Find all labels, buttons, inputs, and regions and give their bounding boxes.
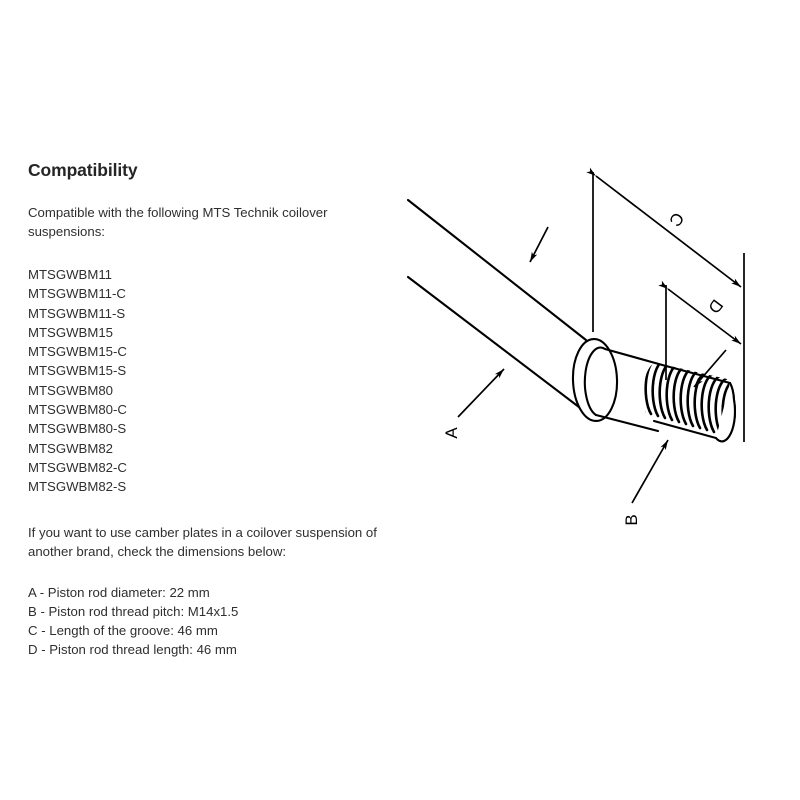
page-title: Compatibility [28, 160, 138, 180]
compatibility-text-column: Compatibility Compatible with the follow… [28, 160, 408, 660]
rod-top-edge [406, 198, 588, 342]
cylinder-shoulder-arc [583, 346, 607, 417]
dimension-d-group [658, 280, 742, 380]
mid-cylinder-top-edge [603, 347, 668, 368]
leader-b-group [631, 439, 669, 504]
dimension-label-b: B [622, 514, 641, 525]
list-item: MTSGWBM15-C [28, 344, 127, 360]
leader-thread-group [693, 349, 727, 388]
other-brand-note: If you want to use camber plates in a co… [28, 524, 377, 559]
leader-rod-top-group [529, 226, 549, 263]
compatible-model-list: MTSGWBM11 MTSGWBM11-C MTSGWBM11-S MTSGWB… [28, 265, 408, 497]
spec-item-d: D - Piston rod thread length: 46 mm [28, 642, 237, 658]
dimension-label-c: C [665, 209, 688, 230]
compatibility-intro-text: Compatible with the following MTS Techni… [28, 205, 328, 239]
mid-cylinder-bottom-edge [594, 413, 660, 433]
dimension-c-group [586, 167, 745, 442]
spec-item-a: A - Piston rod diameter: 22 mm [28, 584, 210, 600]
list-item: MTSGWBM82 [28, 440, 113, 456]
rod-bottom-edge [406, 275, 598, 422]
list-item: MTSGWBM80 [28, 382, 113, 398]
rod-body-outline [406, 198, 737, 443]
piston-rod-technical-drawing: C D A B [400, 150, 800, 550]
list-item: MTSGWBM82-C [28, 459, 127, 475]
list-item: MTSGWBM15 [28, 324, 113, 340]
list-item: MTSGWBM80-S [28, 421, 127, 437]
list-item: MTSGWBM11-C [28, 286, 126, 302]
list-item: MTSGWBM15-S [28, 363, 127, 379]
thread-end-cap [714, 381, 737, 443]
piston-rod-diagram-svg: C D A B [406, 167, 745, 526]
dimension-spec-list: A - Piston rod diameter: 22 mm B - Pisto… [28, 583, 408, 660]
leader-a-line [457, 368, 505, 418]
leader-rod-top-line [529, 226, 549, 263]
leader-b-line [631, 439, 669, 504]
list-item: MTSGWBM80-C [28, 402, 127, 418]
leader-a-group [457, 368, 505, 418]
list-item: MTSGWBM11 [28, 267, 113, 282]
dimension-label-a: A [442, 427, 461, 439]
dimension-label-d: D [704, 296, 727, 317]
list-item: MTSGWBM82-S [28, 479, 127, 495]
spec-item-c: C - Length of the groove: 46 mm [28, 623, 218, 639]
dimension-d-line [658, 280, 742, 345]
list-item: MTSGWBM11-S [28, 305, 126, 321]
spec-item-b: B - Piston rod thread pitch: M14x1.5 [28, 603, 239, 619]
leader-thread-line [693, 349, 727, 388]
dimension-c-line [586, 167, 742, 288]
